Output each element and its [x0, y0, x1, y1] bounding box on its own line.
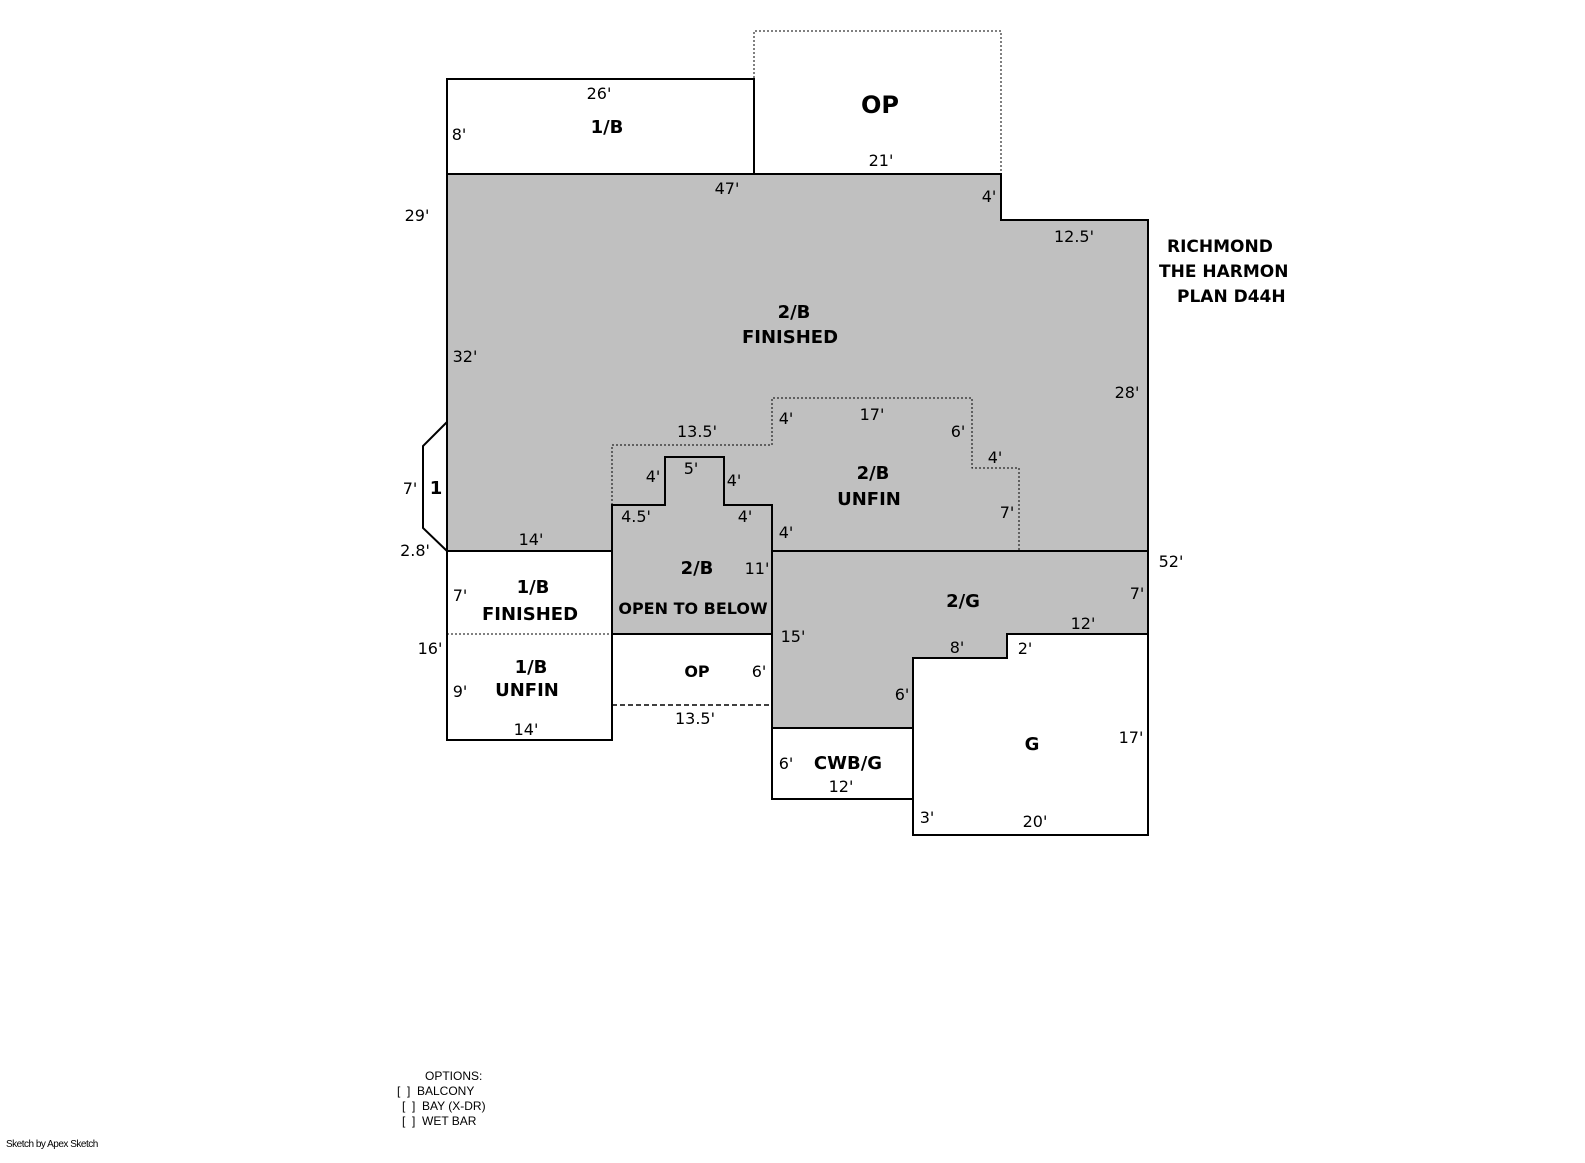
area-label: 1/B [591, 117, 624, 138]
area-label: 2/B [778, 302, 811, 323]
dim: 8' [452, 125, 467, 144]
open-to-below-outline [611, 456, 773, 728]
dim: 4' [982, 187, 997, 206]
area-label: 1/B [515, 657, 548, 678]
dim: 13.5' [677, 422, 717, 441]
dim: 14' [514, 720, 539, 739]
area-label: G [1025, 734, 1040, 755]
dim: 5' [684, 459, 699, 478]
dim: 6' [779, 754, 794, 773]
dim: 17' [860, 405, 885, 424]
dim: 4.5' [621, 507, 651, 526]
area-label: 1/B [517, 577, 550, 598]
dim: 9' [453, 682, 468, 701]
dim: 2' [1018, 639, 1033, 658]
upper-left-room [446, 78, 755, 175]
open-porch-top [753, 30, 1002, 174]
area-label: UNFIN [837, 489, 901, 510]
title-line: PLAN D44H [1177, 287, 1286, 307]
option-wet-bar: [ ] WET BAR [402, 1114, 477, 1128]
dim: 14' [519, 530, 544, 549]
area-label: 2/G [946, 591, 980, 612]
dim: 28' [1115, 383, 1140, 402]
dim: 7' [453, 586, 468, 605]
lower-left-room [446, 550, 613, 741]
dim: 3' [920, 808, 935, 827]
dim: 6' [752, 662, 767, 681]
dim: 7' [1130, 584, 1145, 603]
dim: 2.8' [400, 541, 430, 560]
dim: 4' [988, 448, 1003, 467]
area-label: OP [861, 91, 899, 119]
dim: 7' [1000, 503, 1015, 522]
dim: 4' [779, 409, 794, 428]
area-label: OPEN TO BELOW [618, 599, 768, 618]
dim: 12.5' [1054, 227, 1094, 246]
cwb-room [771, 728, 913, 800]
title-line: THE HARMON [1159, 262, 1289, 282]
garage-room [912, 634, 1149, 836]
area-label: 2/B [857, 463, 890, 484]
dim: 4' [727, 471, 742, 490]
options-heading: OPTIONS: [425, 1069, 483, 1083]
area-label: FINISHED [742, 327, 838, 348]
unfin-boundary [611, 397, 1020, 551]
dim: 11' [745, 559, 770, 578]
dimension-labels: 26' 8' 21' 47' 4' 29' 12.5' 32' 28' 13.5… [400, 84, 1183, 831]
dim: 8' [950, 638, 965, 657]
dim: 12' [829, 777, 854, 796]
dim: 26' [587, 84, 612, 103]
option-balcony: [ ] BALCONY [397, 1084, 475, 1098]
dim: 6' [895, 685, 910, 704]
area-label: CWB/G [814, 753, 882, 774]
dim: 20' [1023, 812, 1048, 831]
dim: 4' [646, 467, 661, 486]
upper-floor-gray-area [447, 174, 1148, 728]
area-label: 1 [430, 478, 443, 499]
dim: 15' [781, 627, 806, 646]
dim: 7' [403, 479, 418, 498]
dim: 6' [951, 422, 966, 441]
dim: 4' [779, 523, 794, 542]
dim: 13.5' [675, 709, 715, 728]
plan-title: RICHMOND THE HARMON PLAN D44H [0, 0, 1288, 307]
dim: 32' [453, 347, 478, 366]
option-bay: [ ] BAY (X-DR) [402, 1099, 486, 1113]
dim: 16' [418, 639, 443, 658]
dim: 4' [738, 507, 753, 526]
dim: 52' [1159, 552, 1184, 571]
area-label: OP [684, 662, 710, 681]
area-label: 2/B [681, 558, 714, 579]
dim: 29' [405, 206, 430, 225]
dim: 12' [1071, 614, 1096, 633]
title-line: RICHMOND [1167, 237, 1273, 257]
area-label: UNFIN [495, 680, 559, 701]
dim: 17' [1119, 728, 1144, 747]
dim: 21' [869, 151, 894, 170]
area-label: FINISHED [482, 604, 578, 625]
credit-text: Sketch by Apex Sketch [6, 1139, 98, 1150]
dim: 47' [715, 179, 740, 198]
